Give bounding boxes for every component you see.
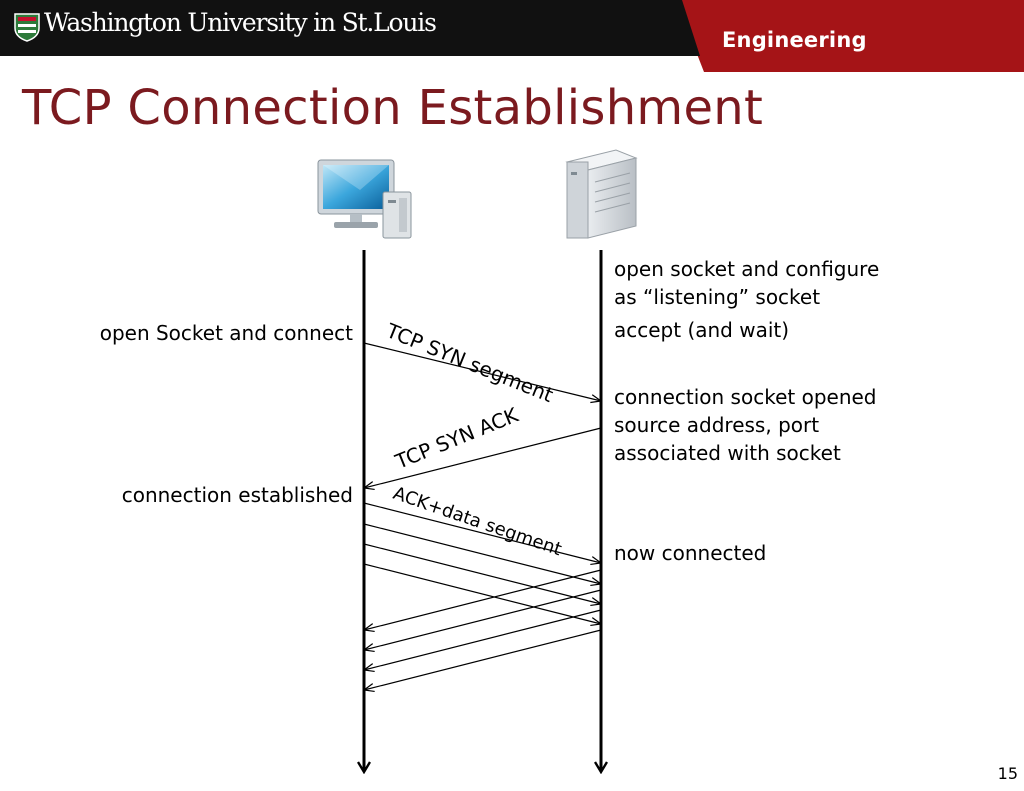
slide-title: TCP Connection Establishment bbox=[22, 80, 764, 136]
data-arrow bbox=[364, 589, 602, 650]
syn-arrow bbox=[363, 342, 601, 401]
server-opened-note-line2: source address, port bbox=[614, 413, 820, 437]
server-tower-icon bbox=[565, 149, 638, 239]
syn-label: TCP SYN segment bbox=[382, 318, 557, 407]
server-connected-note: now connected bbox=[614, 541, 767, 565]
header-bar: Washington University in St.Louis Engine… bbox=[0, 0, 1024, 72]
server-opened-note-line3: associated with socket bbox=[614, 441, 841, 465]
data-arrow bbox=[363, 523, 601, 584]
syn-ack-label: TCP SYN ACK bbox=[391, 402, 522, 474]
server-listen-note-line1: open socket and configure bbox=[614, 257, 880, 281]
ack-data-label: ACK+data segment bbox=[390, 483, 564, 560]
school-name: Engineering bbox=[722, 28, 867, 52]
syn-ack-arrow bbox=[364, 427, 602, 488]
server-listen-note-line2: as “listening” socket bbox=[614, 285, 821, 309]
header-red-banner bbox=[0, 0, 1024, 72]
ack-data-arrow bbox=[363, 502, 601, 563]
desktop-computer-icon bbox=[317, 159, 412, 239]
data-arrow bbox=[363, 563, 601, 624]
data-arrow bbox=[364, 609, 602, 670]
client-established-note: connection established bbox=[121, 483, 353, 507]
data-arrow bbox=[364, 629, 602, 690]
page-number: 15 bbox=[997, 764, 1018, 783]
university-seal-icon bbox=[14, 13, 40, 42]
client-connect-note: open Socket and connect bbox=[99, 321, 353, 345]
university-name: Washington University in St.Louis bbox=[44, 8, 437, 37]
data-arrow bbox=[363, 543, 601, 604]
server-opened-note-line1: connection socket opened bbox=[614, 385, 877, 409]
data-arrow bbox=[364, 569, 602, 630]
server-accept-note: accept (and wait) bbox=[614, 318, 790, 342]
